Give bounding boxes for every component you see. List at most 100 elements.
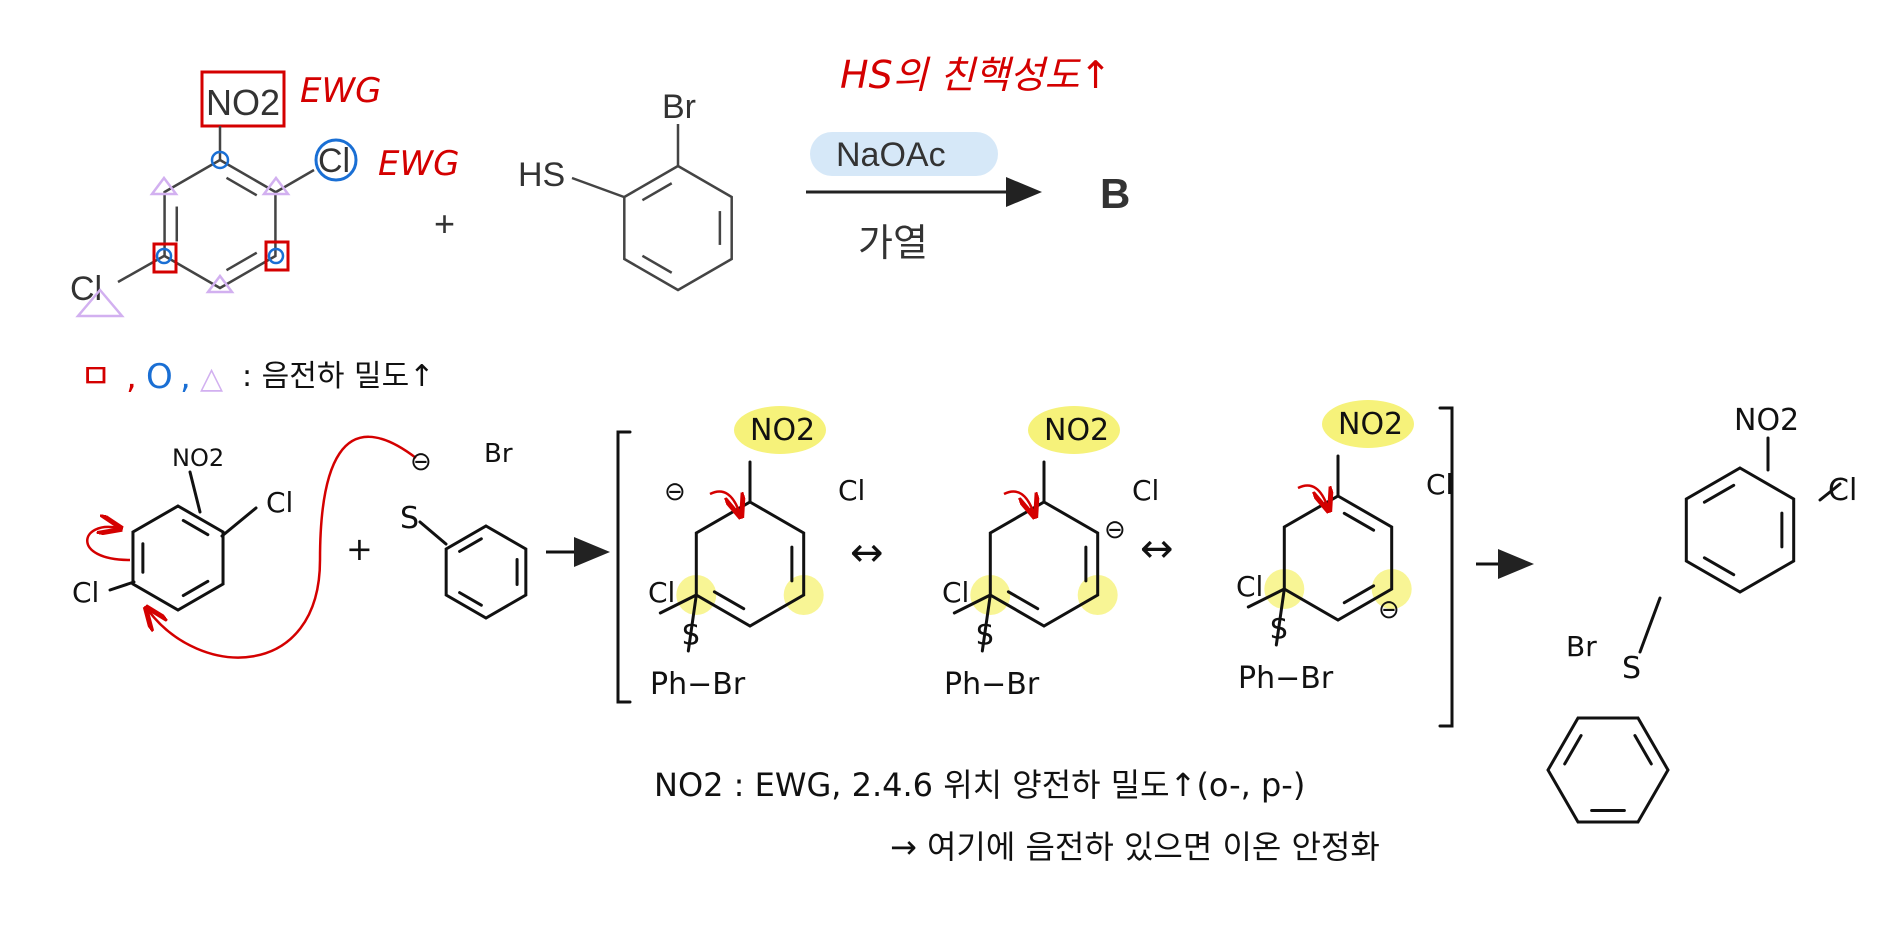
ring-bonds xyxy=(163,158,277,290)
circle-marker xyxy=(155,247,173,265)
benzene-ring xyxy=(163,158,277,290)
cl-left-label: Cl xyxy=(942,576,969,609)
legend-sep: , xyxy=(180,357,191,397)
plus-sign: + xyxy=(346,530,373,568)
legend-sep: , xyxy=(126,357,137,397)
legend-square: ㅁ xyxy=(80,357,111,397)
cl-right-label: Cl xyxy=(318,142,350,180)
ph-br-label: Ph−Br xyxy=(944,667,1040,702)
negative-charge: ⊖ xyxy=(664,477,686,507)
double-bond xyxy=(458,537,483,553)
mech-reactant: NO2 Cl Cl xyxy=(72,435,417,659)
double-bond xyxy=(1702,483,1736,504)
double-bond xyxy=(1563,734,1583,766)
double-bond xyxy=(225,176,258,197)
nitro-box xyxy=(200,70,286,128)
nitro-label: NO2 xyxy=(172,444,224,472)
reactant-2: Br HS xyxy=(518,88,696,199)
legend-circle: O xyxy=(146,357,173,397)
reagent-pill xyxy=(810,132,998,176)
nitro-label: NO2 xyxy=(1734,403,1799,438)
attack-arrow xyxy=(148,435,417,659)
benzene-ring xyxy=(694,500,806,628)
ewg-label-nitro: EWG xyxy=(300,71,381,111)
mech-product: NO2 Cl S Br xyxy=(1566,403,1857,686)
br-label: Br xyxy=(484,439,513,469)
note-line-1: NO2 : EWG, 2.4.6 위치 양전하 밀도↑(o-, p-) xyxy=(654,766,1305,804)
double-bond xyxy=(1342,511,1376,532)
ring-bonds xyxy=(131,504,225,612)
square-marker xyxy=(264,240,290,272)
left-bracket xyxy=(616,430,632,704)
br-label: Br xyxy=(662,88,696,126)
benzene-ring xyxy=(1684,466,1796,594)
plus-sign: + xyxy=(434,203,455,244)
circle-marker xyxy=(314,138,358,182)
condition-label: 가열 xyxy=(858,223,928,265)
double-bond xyxy=(1342,584,1376,605)
ph-br-label: Ph−Br xyxy=(1238,661,1334,696)
triangle-marker xyxy=(75,288,125,318)
ring-bonds xyxy=(623,164,733,292)
nitro-highlight xyxy=(1028,406,1120,454)
nitro-label: NO2 xyxy=(206,82,280,123)
s-label: S xyxy=(976,618,994,651)
hand-ring-layer xyxy=(131,466,1796,824)
nitro-label: NO2 xyxy=(1044,413,1109,448)
legend-triangle: △ xyxy=(200,361,223,396)
product-label: B xyxy=(1100,170,1130,217)
ring-bonds xyxy=(1546,716,1670,824)
double-bond xyxy=(1702,556,1736,577)
benzene-ring xyxy=(1546,716,1670,824)
cl-right-label: Cl xyxy=(1426,468,1453,501)
ring-bonds xyxy=(444,524,528,620)
double-bond xyxy=(181,579,210,598)
cl-right-label: Cl xyxy=(266,486,293,519)
note-line-2: → 여기에 음전하 있으면 이온 안정화 xyxy=(890,828,1380,866)
negative-charge: ⊖ xyxy=(1378,595,1400,625)
double-bond xyxy=(712,590,746,611)
double-bond xyxy=(225,251,258,272)
mech-thiolate: S ⊖ Br xyxy=(400,439,513,546)
nitro-highlight xyxy=(734,406,826,454)
reactant-1: NO2 Cl EWG EWG Cl xyxy=(70,70,459,318)
cl-right-label: Cl xyxy=(838,474,865,507)
nitro-label: NO2 xyxy=(1338,407,1403,442)
square-marker xyxy=(152,242,178,274)
s-label: S xyxy=(400,501,419,536)
ring-layer xyxy=(163,158,733,292)
double-bond xyxy=(1633,734,1653,766)
cl-left-label: Cl xyxy=(72,576,99,609)
hs-label: HS xyxy=(518,156,565,194)
cl-right-label: Cl xyxy=(1132,474,1159,507)
ring-bonds xyxy=(1282,494,1394,622)
triangle-marker xyxy=(149,175,179,196)
resonance-arrow: ↔ xyxy=(1140,526,1174,572)
double-bond xyxy=(641,182,673,202)
circle-marker xyxy=(210,150,230,170)
ring-bonds xyxy=(1684,466,1796,594)
cl-left-label: Cl xyxy=(648,576,675,609)
benzene-ring xyxy=(623,164,733,292)
double-bond xyxy=(641,254,673,274)
s-label: S xyxy=(682,618,700,651)
triangle-marker xyxy=(261,175,291,196)
s-label: S xyxy=(1270,612,1288,645)
double-bond xyxy=(458,591,483,607)
benzene-ring xyxy=(1282,494,1394,622)
resonance-arrow: ↔ xyxy=(850,530,884,576)
benzene-ring xyxy=(988,500,1100,628)
circle-marker xyxy=(267,247,285,265)
ring-bonds xyxy=(988,500,1100,628)
curved-arrow xyxy=(1003,490,1034,515)
curved-arrow xyxy=(86,527,131,562)
ph-br-label: Ph−Br xyxy=(650,667,746,702)
benzene-ring xyxy=(131,504,225,612)
nitro-label: NO2 xyxy=(750,413,815,448)
legend: ㅁ , O , △ : 음전하 밀도↑ xyxy=(80,357,434,397)
s-label: S xyxy=(1622,651,1641,686)
right-bracket xyxy=(1438,406,1454,728)
